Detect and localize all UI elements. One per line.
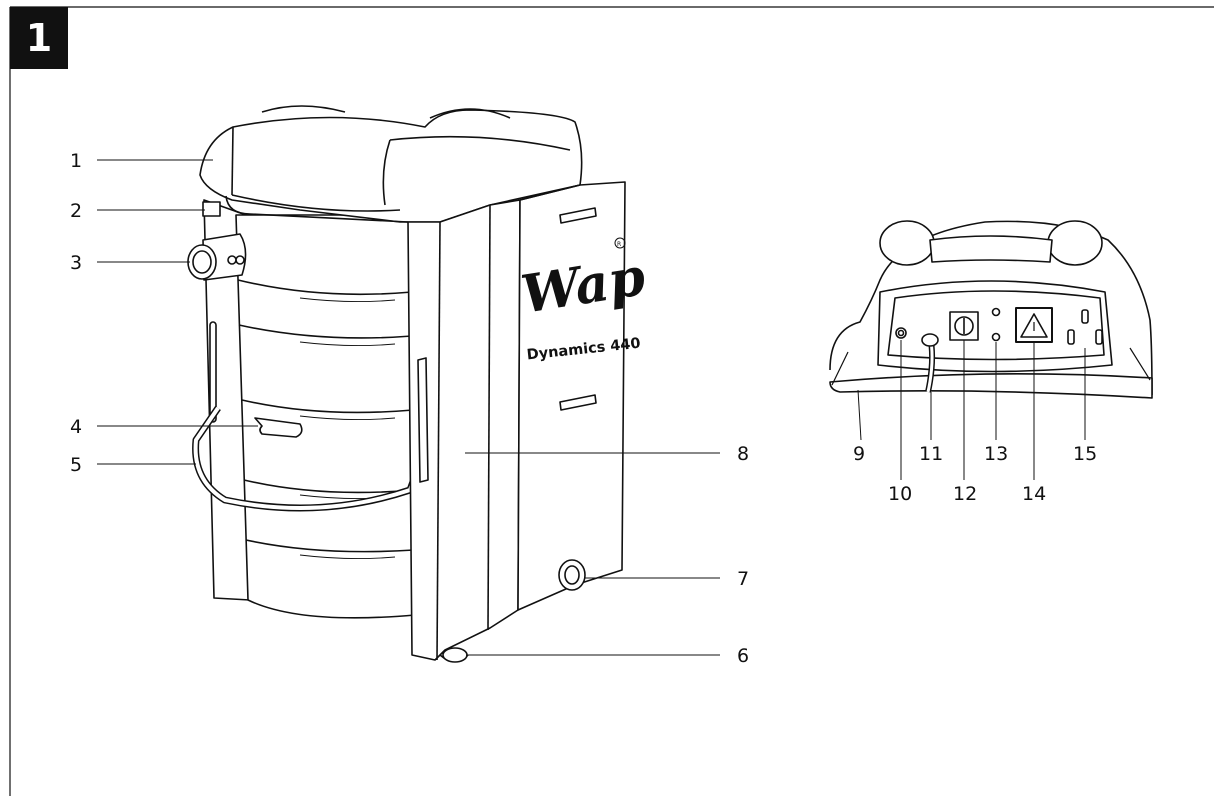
callout-12: 12 (953, 483, 977, 505)
control-panel-recess (877, 280, 1113, 373)
callout-5: 5 (70, 454, 82, 476)
main-switch-knob (954, 316, 974, 336)
vacuum-cleaner-front-view (187, 105, 626, 663)
warning-triangle-icon (1020, 313, 1048, 338)
callout-11: 11 (919, 443, 943, 465)
socket-left (1067, 329, 1075, 345)
motor-head-cover (199, 105, 583, 223)
drum-clamp (254, 417, 303, 438)
callout-8: 8 (737, 443, 749, 465)
front-castor (439, 647, 469, 663)
collection-drum (235, 214, 416, 619)
callout-15: 15 (1073, 443, 1097, 465)
mains-indicator (202, 201, 221, 217)
figure-number-badge: 1 (10, 7, 68, 69)
rear-left-knob (879, 220, 935, 266)
socket-top (1081, 309, 1089, 324)
push-handle-fill (193, 406, 430, 510)
callout-14: 14 (1022, 483, 1046, 505)
registered-trademark-letter: R (617, 241, 621, 248)
suction-inlet (187, 233, 247, 281)
callout-6: 6 (737, 645, 749, 667)
callout-4: 4 (70, 416, 82, 438)
registered-trademark-icon (614, 237, 626, 249)
callout-9: 9 (853, 443, 865, 465)
rear-lip (829, 373, 1153, 399)
front-panel-slot (417, 357, 429, 483)
socket-right (1095, 329, 1103, 345)
callout-7: 7 (737, 568, 749, 590)
callout-10: 10 (888, 483, 912, 505)
rear-right-knob (1047, 220, 1103, 266)
callout-1: 1 (70, 150, 82, 172)
control-panel-face (887, 290, 1105, 361)
rear-frame-slot (209, 321, 217, 423)
callout-leader-lines (97, 159, 1086, 656)
callout-3: 3 (70, 252, 82, 274)
callout-2: 2 (70, 200, 82, 222)
front-side-panel (407, 199, 521, 661)
fuse-fitting (895, 327, 907, 339)
lower-vent (559, 394, 597, 411)
control-panel-rear-view (829, 220, 1153, 399)
rear-castor (558, 559, 586, 591)
rear-carry-grip (929, 235, 1053, 263)
right-housing-panel (517, 181, 626, 611)
callout-13: 13 (984, 443, 1008, 465)
upper-vent (559, 207, 597, 224)
indicator-lamp-top (991, 307, 1001, 317)
cable-gland (921, 333, 939, 347)
indicator-lamp-bottom (991, 332, 1001, 342)
